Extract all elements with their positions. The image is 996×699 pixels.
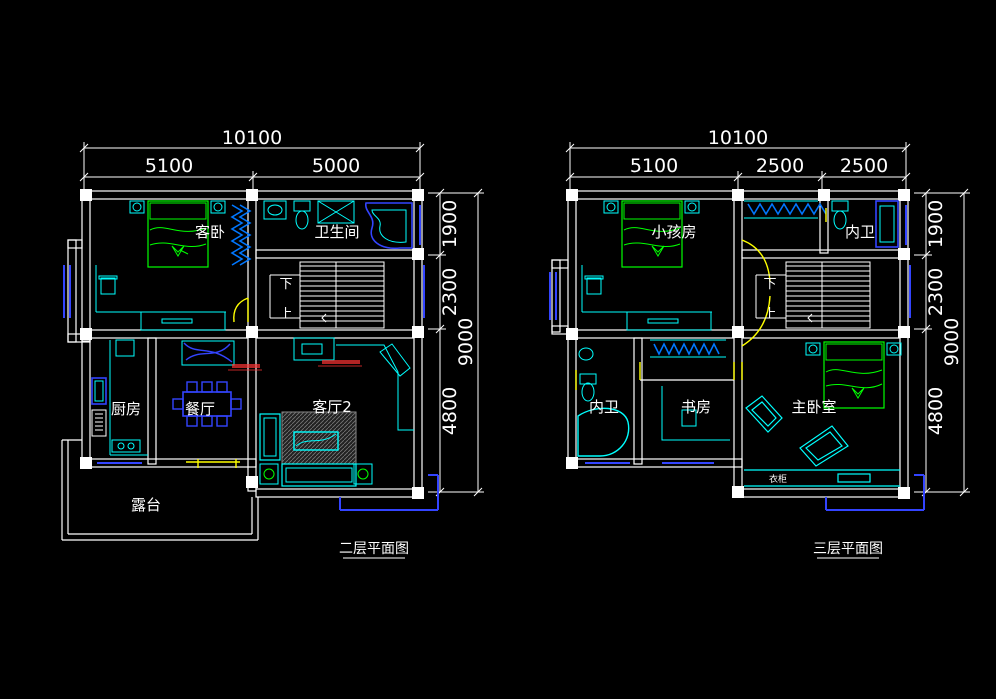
floor2-living-furniture <box>259 337 414 487</box>
room-label-ensuite-top: 内卫 <box>845 223 875 241</box>
floor2-dim-r3: 4800 <box>439 387 461 435</box>
room-label-guest-bedroom: 客卧 <box>195 223 225 241</box>
floor3-columns <box>566 189 910 499</box>
room-label-study: 书房 <box>681 398 711 416</box>
room-label-terrace: 露台 <box>131 496 161 514</box>
floor2-wardrobe <box>230 204 252 266</box>
room-label-ensuite-left: 内卫 <box>589 398 619 416</box>
stairs-down-label: 下 <box>279 277 292 292</box>
floor2-doors <box>186 297 249 468</box>
floor3-dim-total: 10100 <box>708 127 768 149</box>
room-label-kids-room: 小孩房 <box>651 223 696 241</box>
floor3-ensuite-top-fixtures <box>831 200 899 248</box>
floor3-study-desk <box>661 386 730 441</box>
floor3-dim-r3: 4800 <box>925 387 947 435</box>
floor3-windows <box>549 205 925 511</box>
floor3-dim-r2: 2300 <box>925 268 947 316</box>
floor3-title: 三层平面图 <box>813 541 883 557</box>
room-label-master: 主卧室 <box>791 398 836 416</box>
floor2-dim-r2: 2300 <box>439 268 461 316</box>
floor2-dim-left: 5100 <box>145 155 193 177</box>
floor-3-plan: 10100 5100 2500 2500 1900 2300 4800 9000 <box>549 127 970 559</box>
floor2-bed <box>129 200 226 268</box>
floor3-right-dimensions <box>914 188 970 497</box>
floor3-stairs <box>755 261 871 329</box>
floor2-kitchen-fixtures <box>91 339 148 456</box>
floor3-room-labels: 小孩房 内卫 下 上 内卫 书房 主卧室 衣柜 <box>589 223 875 485</box>
floor2-guest-desk <box>95 265 226 331</box>
floor2-annotations <box>228 360 362 371</box>
floor3-stairs-down-label: 下 <box>763 277 776 292</box>
floor2-top-dimensions <box>79 142 425 190</box>
floor2-dim-total: 10100 <box>222 127 282 149</box>
floor3-ensuite-left-fixtures <box>577 347 630 457</box>
floor3-master-bed <box>805 341 902 409</box>
floor3-dim-left: 5100 <box>630 155 678 177</box>
floor3-study-wardrobe <box>650 339 726 358</box>
floor3-dim-right: 2500 <box>840 155 888 177</box>
floor3-dim-total-vertical: 9000 <box>941 318 963 366</box>
floor-2-plan: 10100 5100 5000 1900 2300 4800 9000 <box>61 127 484 559</box>
floor2-room-labels: 客卧 卫生间 下 上 厨房 餐厅 客厅2 露台 <box>111 223 360 514</box>
floor3-master-furniture <box>744 395 900 487</box>
floor2-windows <box>63 205 439 511</box>
floor3-kids-desk <box>581 265 712 331</box>
floor3-wardrobe-top <box>744 200 827 219</box>
room-label-bathroom: 卫生间 <box>314 223 359 241</box>
room-label-dining: 餐厅 <box>185 400 215 418</box>
floor2-dim-total-vertical: 9000 <box>455 318 477 366</box>
floor3-stairs-up-label: 上 <box>763 307 776 322</box>
floor2-title: 二层平面图 <box>339 541 409 557</box>
stairs-up-label: 上 <box>279 307 292 322</box>
floor2-bathroom-fixtures <box>263 200 413 250</box>
floor2-dining-set <box>172 340 242 427</box>
floor2-dim-r1: 1900 <box>439 200 461 248</box>
floor2-dim-right: 5000 <box>312 155 360 177</box>
floor3-kids-bed <box>603 200 700 268</box>
room-label-wardrobe: 衣柜 <box>769 473 787 485</box>
floor3-dim-mid: 2500 <box>756 155 804 177</box>
floor2-stairs <box>269 261 385 329</box>
floor3-dim-r1: 1900 <box>925 200 947 248</box>
floor2-columns <box>80 189 424 499</box>
room-label-kitchen: 厨房 <box>111 400 141 418</box>
floor3-doors <box>575 208 827 390</box>
room-label-living: 客厅2 <box>312 398 352 416</box>
floor3-top-dimensions <box>565 142 911 190</box>
